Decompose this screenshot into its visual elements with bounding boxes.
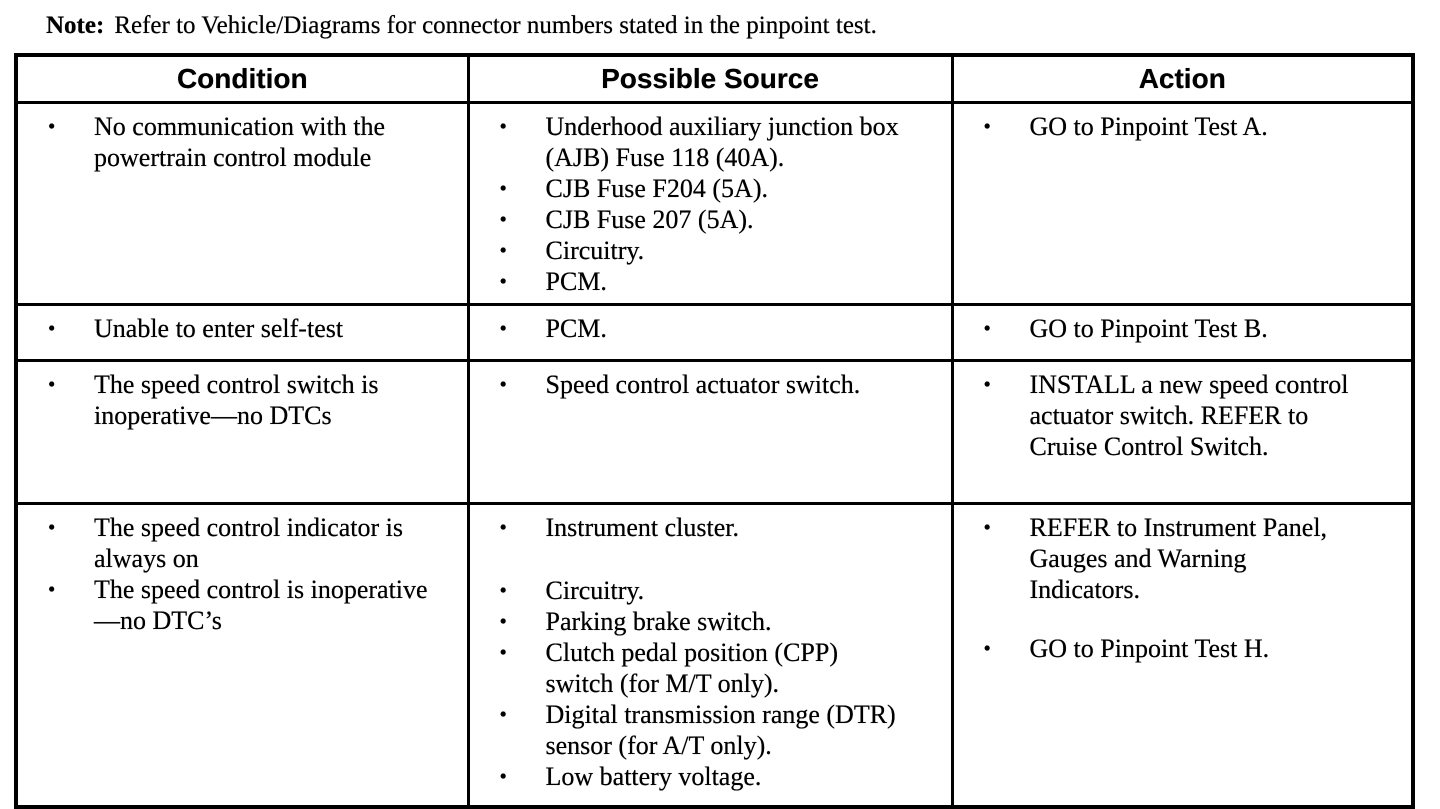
note-text: Refer to Vehicle/Diagrams for connector … xyxy=(114,12,877,39)
cell-text: Speed control actuator switch. xyxy=(545,370,861,399)
list-item: • Unable to enter self-test xyxy=(18,313,467,344)
cell-text: The speed control switch is inoperative—… xyxy=(94,370,379,430)
list-item: • Speed control actuator switch. xyxy=(470,369,951,400)
cell-text: GO to Pinpoint Test H. xyxy=(1029,634,1270,663)
cell-text: INSTALL a new speed control actuator swi… xyxy=(1029,370,1349,461)
bullet-icon: • xyxy=(48,316,56,340)
list-item: • GO to Pinpoint Test A. xyxy=(954,111,1412,142)
bullet-icon: • xyxy=(48,372,56,396)
table-row: • The speed control switch is inoperative… xyxy=(14,359,1415,505)
bullet-icon: • xyxy=(499,238,507,262)
bullet-icon: • xyxy=(499,372,507,396)
table-row: • No communication with the powertrain co… xyxy=(14,101,1415,306)
header-cell-possible-source: Possible Source xyxy=(466,53,954,104)
bullet-icon: • xyxy=(983,114,991,138)
cell-text: CJB Fuse F204 (5A). xyxy=(545,174,768,203)
bullet-icon: • xyxy=(983,636,991,660)
cell-text: The speed control indicator is always on xyxy=(94,513,404,573)
header-cell-action: Action xyxy=(950,53,1415,104)
cell-text: GO to Pinpoint Test A. xyxy=(1029,112,1268,141)
bullet-icon: • xyxy=(48,515,56,539)
bullet-icon: • xyxy=(48,577,56,601)
bullet-icon: • xyxy=(499,609,507,633)
cell-text: Underhood auxiliary junction box (AJB) F… xyxy=(545,112,899,172)
bullet-icon: • xyxy=(499,316,507,340)
possible-source-cell: • Underhood auxiliary junction box (AJB) … xyxy=(466,101,954,306)
bullet-icon: • xyxy=(499,578,507,602)
list-item: • REFER to Instrument Panel, Gauges and W… xyxy=(954,512,1412,605)
cell-text: Parking brake switch. xyxy=(545,607,772,636)
list-item: • No communication with the powertrain co… xyxy=(18,111,467,173)
header-cell-condition: Condition xyxy=(14,53,470,104)
possible-source-cell: • PCM. xyxy=(466,303,954,362)
list-item: • The speed control is inoperative—no DTC… xyxy=(18,574,467,636)
list-item: • Circuitry. xyxy=(470,575,951,606)
action-cell: • GO to Pinpoint Test B. xyxy=(950,303,1415,362)
bullet-icon: • xyxy=(499,207,507,231)
table-row: • Unable to enter self-test • PCM. • GO to … xyxy=(14,303,1415,362)
cell-text: Clutch pedal position (CPP) switch (for … xyxy=(545,638,839,698)
list-item: • INSTALL a new speed control actuator sw… xyxy=(954,369,1412,462)
cell-text: Low battery voltage. xyxy=(545,762,762,791)
list-item: • The speed control indicator is always o… xyxy=(18,512,467,574)
list-item: • Digital transmission range (DTR) sensor… xyxy=(470,699,951,761)
action-cell: • GO to Pinpoint Test A. xyxy=(950,101,1415,306)
list-item: • GO to Pinpoint Test B. xyxy=(954,313,1412,344)
condition-cell: • Unable to enter self-test xyxy=(14,303,470,362)
cell-text: PCM. xyxy=(545,267,607,296)
cell-text: Unable to enter self-test xyxy=(94,314,344,343)
table-row: • The speed control indicator is always o… xyxy=(14,502,1415,809)
cell-text: Circuitry. xyxy=(545,576,645,605)
cell-text: CJB Fuse 207 (5A). xyxy=(545,205,754,234)
bullet-icon: • xyxy=(499,764,507,788)
cell-text: Circuitry. xyxy=(545,236,645,265)
possible-source-cell: • Speed control actuator switch. xyxy=(466,359,954,505)
condition-cell: • The speed control switch is inoperative… xyxy=(14,359,470,505)
bullet-icon: • xyxy=(499,515,507,539)
cell-text: REFER to Instrument Panel, Gauges and Wa… xyxy=(1029,513,1328,604)
list-item: • Circuitry. xyxy=(470,235,951,266)
action-cell: • REFER to Instrument Panel, Gauges and W… xyxy=(950,502,1415,809)
condition-cell: • The speed control indicator is always o… xyxy=(14,502,470,809)
action-cell: • INSTALL a new speed control actuator sw… xyxy=(950,359,1415,505)
list-item: • Instrument cluster. xyxy=(470,512,951,543)
bullet-icon: • xyxy=(499,640,507,664)
list-item: • GO to Pinpoint Test H. xyxy=(954,633,1412,664)
bullet-icon: • xyxy=(983,372,991,396)
list-item: • CJB Fuse F204 (5A). xyxy=(470,173,951,204)
note: Note: Refer to Vehicle/Diagrams for conne… xyxy=(46,12,877,40)
list-item: • CJB Fuse 207 (5A). xyxy=(470,204,951,235)
bullet-icon: • xyxy=(499,702,507,726)
note-label: Note: xyxy=(46,12,105,39)
list-item: • Underhood auxiliary junction box (AJB) … xyxy=(470,111,951,173)
header-row: Condition Possible Source Action xyxy=(14,53,1415,104)
list-item: • PCM. xyxy=(470,266,951,297)
condition-cell: • No communication with the powertrain co… xyxy=(14,101,470,306)
list-item: • The speed control switch is inoperative… xyxy=(18,369,467,431)
bullet-icon: • xyxy=(48,114,56,138)
cell-text: No communication with the powertrain con… xyxy=(94,112,386,172)
bullet-icon: • xyxy=(499,269,507,293)
bullet-icon: • xyxy=(499,176,507,200)
list-item: • Low battery voltage. xyxy=(470,761,951,792)
cell-text: PCM. xyxy=(545,314,607,343)
bullet-icon: • xyxy=(499,114,507,138)
cell-text: Digital transmission range (DTR) sensor … xyxy=(545,700,896,760)
cell-text: Instrument cluster. xyxy=(545,513,740,542)
diagnostic-table: Condition Possible Source Action • No com… xyxy=(14,53,1415,809)
bullet-icon: • xyxy=(983,316,991,340)
possible-source-cell: • Instrument cluster. • Circuitry. • Parkin… xyxy=(466,502,954,809)
list-item: • Parking brake switch. xyxy=(470,606,951,637)
cell-text: GO to Pinpoint Test B. xyxy=(1029,314,1268,343)
bullet-icon: • xyxy=(983,515,991,539)
list-item: • PCM. xyxy=(470,313,951,344)
list-item: • Clutch pedal position (CPP) switch (for… xyxy=(470,637,951,699)
cell-text: The speed control is inoperative—no DTC’… xyxy=(94,575,428,635)
